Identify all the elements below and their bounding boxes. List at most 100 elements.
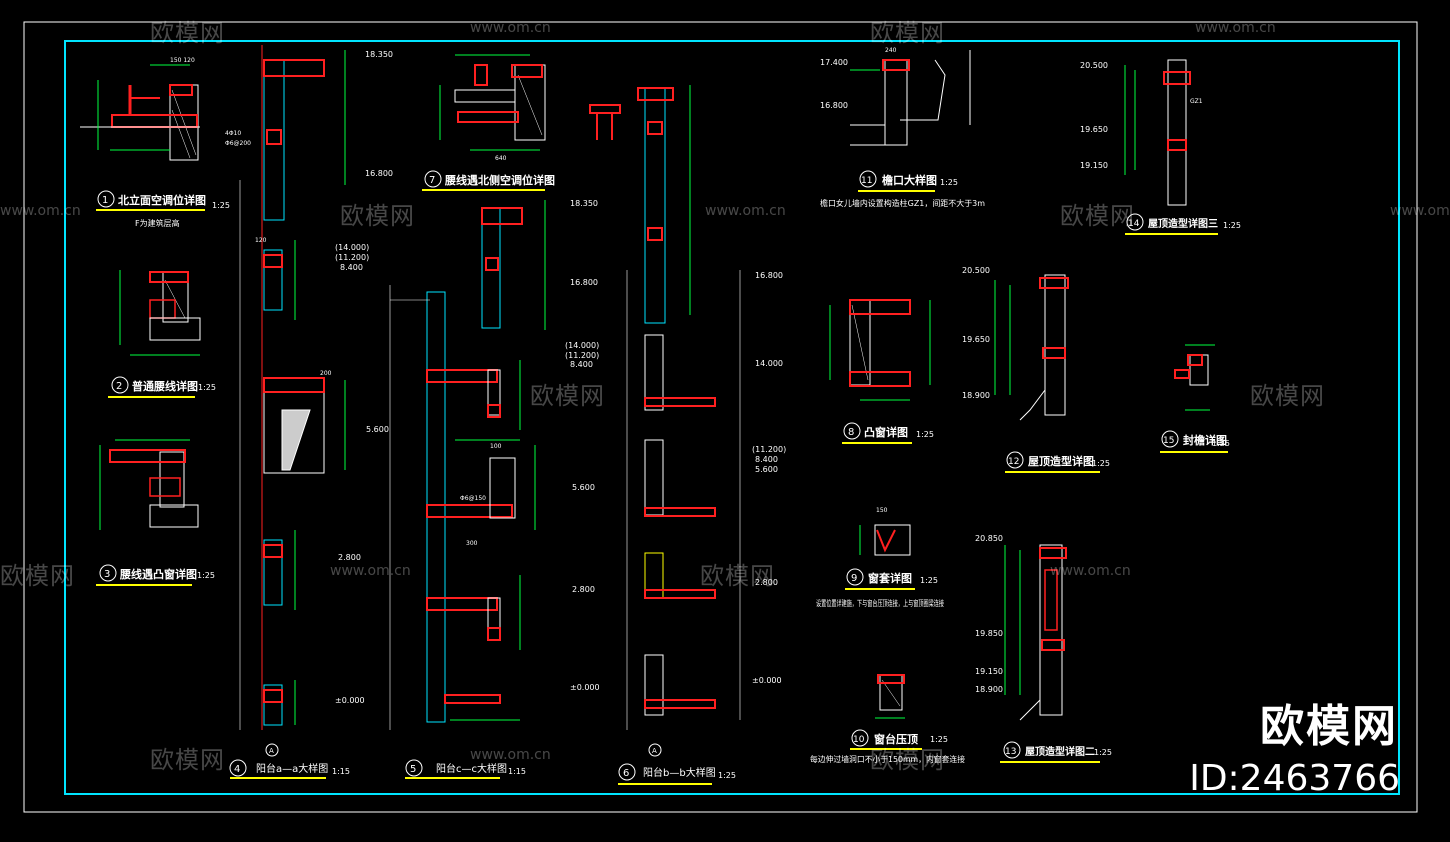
detail-6-drawing (589, 85, 741, 757)
rebar-label-3: Φ6@150 (460, 495, 486, 502)
col5-elev-4: (11.200) (565, 351, 599, 360)
watermark-url: www.om.cn (0, 203, 81, 219)
watermark-url: www.om.cn (330, 563, 411, 579)
detail-14-scale: 1:25 (1223, 221, 1241, 230)
detail-10-title: 窗台压顶 (874, 732, 918, 746)
detail-12-title: 屋顶造型详图 (1028, 454, 1094, 468)
detail-5-drawing (389, 200, 546, 730)
detail-5-number: 5 (410, 764, 416, 775)
col6-elev-5: 5.600 (755, 465, 778, 474)
detail-3-scale: 1:25 (197, 571, 215, 580)
detail-9-number-circle (846, 568, 864, 586)
col5-elev-5: 8.400 (570, 360, 593, 369)
detail-4-number-circle (229, 759, 247, 777)
detail-5-scale: 1:15 (508, 767, 526, 776)
col5-elev-7: 2.800 (572, 585, 595, 594)
detail-9-note: 设置位置详建施，下与窗台压顶连接，上与窗顶圈梁连接 (816, 598, 944, 608)
detail-15-drawing (1174, 344, 1215, 411)
detail-2-title: 普通腰线详图 (132, 379, 198, 393)
column-6-elevations: 16.800 14.000 (11.200) 8.400 5.600 2.800… (652, 271, 786, 755)
d14-elev-2: 19.650 (1080, 125, 1108, 134)
detail-7-number: 7 (429, 175, 435, 186)
detail-14-drawing: 20.500 19.650 19.150 (1080, 59, 1191, 206)
detail-4-title: 阳台a—a大样图 (256, 762, 328, 775)
col6-elev-2: 14.000 (755, 359, 783, 368)
col5-elev-2: 16.800 (570, 278, 598, 287)
detail-10-drawing (875, 674, 905, 719)
d14-elev-1: 20.500 (1080, 61, 1108, 70)
col6-elev-3: (11.200) (752, 445, 786, 454)
detail-9-number: 9 (851, 573, 857, 584)
dim-label-4: 100 (490, 443, 502, 450)
brand-id: ID:2463766 (1189, 758, 1400, 799)
d12-elev-2: 19.650 (962, 335, 990, 344)
col4-elev-8: ±0.000 (335, 696, 365, 705)
dim-label-6: 300 (466, 540, 478, 547)
detail-3-drawing (99, 439, 199, 530)
detail-12-drawing: 20.500 19.650 18.900 (962, 266, 1069, 421)
detail-11-number: 11 (861, 176, 872, 186)
d11-elev-2: 16.800 (820, 101, 848, 110)
detail-6-title: 阳台b—b大样图 (643, 766, 716, 779)
detail-1-number-circle (97, 190, 115, 208)
watermark-url: www.om.cn (470, 20, 551, 36)
detail-2-number-circle (111, 376, 129, 394)
detail-11-note: 檐口女儿墙内设置构造柱GZ1，间距不大于3m (820, 198, 985, 208)
dim-label-5: 200 (320, 370, 332, 377)
detail-4-drawing (239, 45, 346, 757)
d13-elev-2: 19.850 (975, 629, 1003, 638)
detail-11-drawing: 17.400 16.800 (820, 50, 971, 146)
col6-elev-1: 16.800 (755, 271, 783, 280)
col4-elev-7: 2.800 (338, 553, 361, 562)
watermark-logo: 欧模网 (870, 746, 945, 774)
detail-13-number: 13 (1005, 747, 1016, 757)
detail-11-scale: 1:25 (940, 178, 958, 187)
rebar-label-1: 4Φ10 (225, 130, 241, 137)
detail-2-scale: 1:25 (198, 383, 216, 392)
detail-15-title: 封檐详图 (1183, 433, 1227, 447)
detail-15-number-circle (1161, 430, 1179, 448)
detail-13-drawing: 20.850 19.850 19.150 18.900 (975, 534, 1067, 721)
detail-9-scale: 1:25 (920, 576, 938, 585)
watermark-logo: 欧模网 (340, 202, 415, 230)
col5-elev-6: 5.600 (572, 483, 595, 492)
watermark-logo: 欧模网 (1060, 202, 1135, 230)
detail-1-number: 1 (102, 195, 108, 206)
column-5-elevations: 18.350 16.800 (14.000) (11.200) 8.400 5.… (565, 199, 600, 692)
detail-6-scale: 1:25 (718, 771, 736, 780)
detail-10-scale: 1:25 (930, 735, 948, 744)
rebar-labels: 4Φ10 Φ6@200 Φ6@150 GZ1 120 240 150 100 2… (225, 47, 1203, 547)
d12-elev-3: 18.900 (962, 391, 990, 400)
dim-label-2: 240 (885, 47, 897, 54)
col5-elev-1: 18.350 (570, 199, 598, 208)
detail-15-scale: 1:25 (1212, 439, 1230, 448)
detail-13-title: 屋顶造型详图二 (1025, 745, 1095, 758)
detail-12-number-circle (1006, 451, 1024, 469)
watermark-logo: 欧模网 (870, 19, 945, 47)
detail-15-number: 15 (1163, 436, 1174, 446)
d13-elev-1: 20.850 (975, 534, 1003, 543)
watermark-logo: 欧模网 (700, 562, 775, 590)
detail-2-drawing (119, 270, 201, 356)
watermark-url: www.om.cn (705, 203, 786, 219)
detail-2-number: 2 (116, 381, 122, 392)
detail-8-number-circle (843, 422, 861, 440)
detail-3-number-circle (99, 564, 117, 582)
watermark-url: www.om.cn (470, 747, 551, 763)
detail-3-number: 3 (104, 569, 110, 580)
watermark-logo: 欧模网 (150, 746, 225, 774)
dim-label-1: 120 (255, 237, 267, 244)
detail-10-number-circle (851, 729, 869, 747)
col6-elev-6: 2.800 (755, 578, 778, 587)
detail-4-number: 4 (234, 764, 240, 775)
dim-label-7: 640 (495, 155, 507, 162)
watermark-url: www.om.cn (1390, 203, 1450, 219)
detail-9-drawing (859, 524, 911, 556)
watermark-logo: 欧模网 (150, 19, 225, 47)
watermark-logo: 欧模网 (1250, 382, 1325, 410)
watermark-logo: 欧模网 (530, 382, 605, 410)
d12-elev-1: 20.500 (962, 266, 990, 275)
dim-label-3: 150 (876, 507, 888, 514)
detail-11-title: 檐口大样图 (882, 173, 937, 187)
rebar-label-4: GZ1 (1190, 98, 1203, 105)
